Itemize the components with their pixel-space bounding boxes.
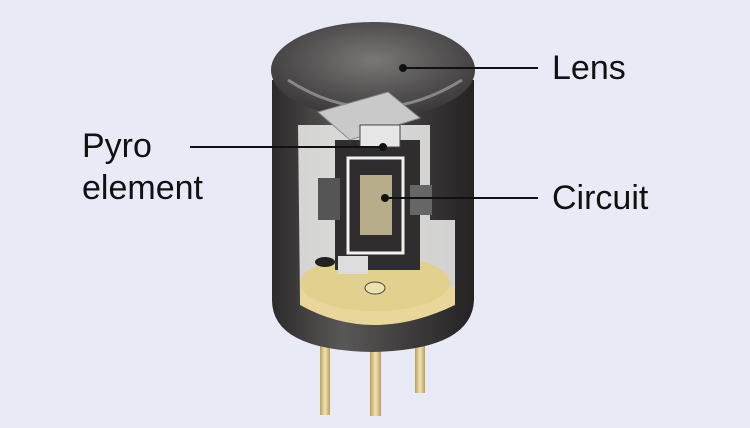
label-pyro-line1: Pyro	[82, 127, 152, 165]
label-pyro-line2: element	[82, 169, 203, 207]
label-circuit: Circuit	[552, 179, 649, 217]
label-lens: Lens	[552, 49, 626, 87]
pins	[320, 320, 425, 416]
leader-lines	[190, 64, 538, 202]
sensor-can	[271, 22, 475, 352]
